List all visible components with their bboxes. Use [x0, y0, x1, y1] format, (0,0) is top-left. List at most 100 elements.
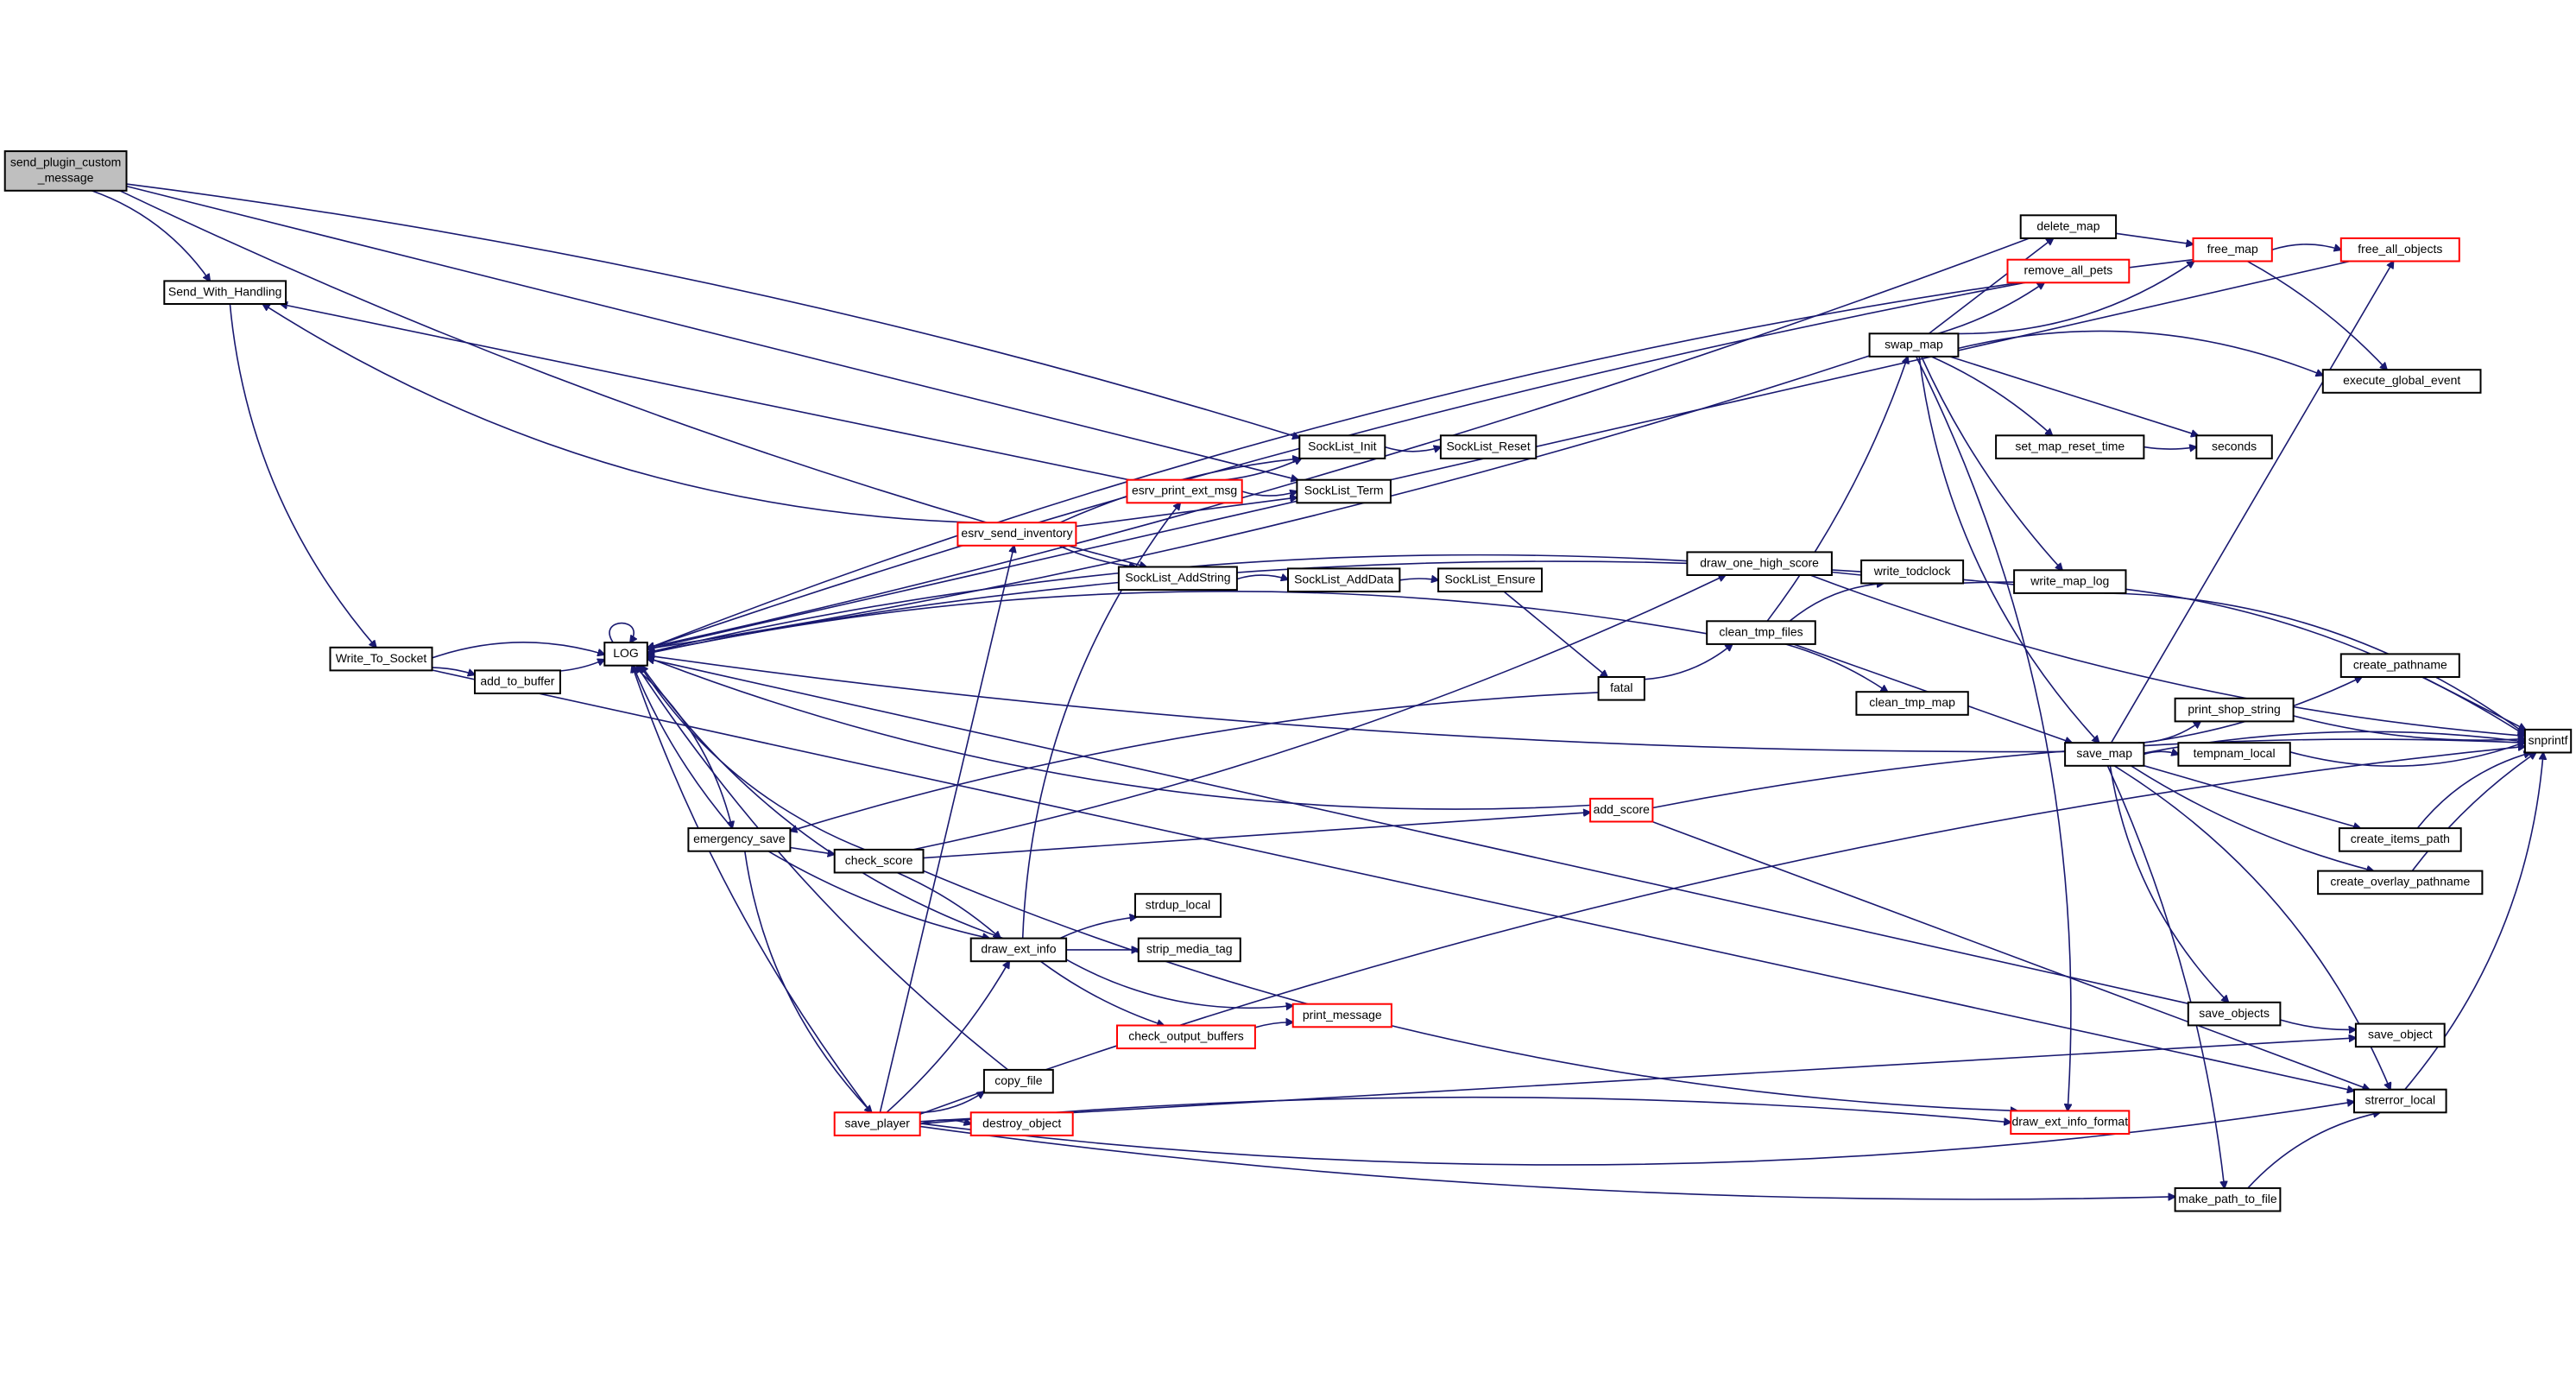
node-box[interactable] — [2019, 214, 2118, 239]
node-box[interactable] — [474, 669, 561, 695]
node-box[interactable] — [2192, 237, 2273, 263]
node-box[interactable] — [969, 1111, 1074, 1136]
node-box[interactable] — [957, 522, 1077, 547]
node-draw_ext_info_format[interactable]: draw_ext_info_format — [2010, 1110, 2131, 1136]
node-free_all_objects[interactable]: free_all_objects — [2339, 237, 2460, 263]
node-box[interactable] — [2339, 237, 2460, 263]
node-strerror_local[interactable]: strerror_local — [2353, 1088, 2447, 1114]
node-box[interactable] — [2174, 697, 2295, 723]
node-box[interactable] — [1126, 478, 1243, 504]
node-free_map[interactable]: free_map — [2192, 237, 2273, 263]
node-box[interactable] — [833, 1111, 921, 1136]
node-box[interactable] — [2010, 1110, 2131, 1136]
node-fatal[interactable]: fatal — [1597, 676, 1645, 701]
node-create_items_path[interactable]: create_items_path — [2338, 827, 2462, 852]
node-box[interactable] — [2354, 1022, 2446, 1048]
node-box[interactable] — [1116, 1024, 1256, 1050]
node-strdup_local[interactable]: strdup_local — [1134, 893, 1222, 918]
node-box[interactable] — [2013, 569, 2127, 594]
node-clean_tmp_map[interactable]: clean_tmp_map — [1855, 691, 1969, 716]
node-box[interactable] — [2339, 653, 2460, 679]
node-delete_map[interactable]: delete_map — [2019, 214, 2118, 239]
node-box[interactable] — [1855, 691, 1969, 716]
node-check_score[interactable]: check_score — [833, 848, 925, 874]
node-execute_global_event[interactable]: execute_global_event — [2321, 369, 2482, 394]
node-Write_To_Socket[interactable]: Write_To_Socket — [329, 646, 433, 672]
node-box[interactable] — [2006, 258, 2131, 284]
node-snprintf[interactable]: snprintf — [2523, 728, 2573, 754]
node-write_map_log[interactable]: write_map_log — [2013, 569, 2127, 594]
node-set_map_reset_time[interactable]: set_map_reset_time — [1995, 434, 2145, 459]
node-esrv_print_ext_msg[interactable]: esrv_print_ext_msg — [1126, 478, 1243, 504]
node-esrv_send_inventory[interactable]: esrv_send_inventory — [957, 522, 1077, 547]
node-strip_media_tag[interactable]: strip_media_tag — [1137, 937, 1241, 963]
node-box[interactable] — [1291, 1003, 1392, 1028]
node-box[interactable] — [1868, 332, 1960, 357]
node-box[interactable] — [1860, 559, 1965, 585]
node-box[interactable] — [2353, 1088, 2447, 1114]
node-add_score[interactable]: add_score — [1589, 797, 1654, 823]
node-SockList_Reset[interactable]: SockList_Reset — [1439, 434, 1537, 459]
node-box[interactable] — [1137, 937, 1241, 963]
node-box[interactable] — [969, 937, 1068, 963]
node-box[interactable] — [2064, 742, 2145, 767]
node-create_pathname[interactable]: create_pathname — [2339, 653, 2460, 679]
node-box[interactable] — [2187, 1001, 2282, 1027]
node-save_player[interactable]: save_player — [833, 1111, 921, 1136]
node-destroy_object[interactable]: destroy_object — [969, 1111, 1074, 1136]
node-box[interactable] — [3, 150, 128, 192]
node-clean_tmp_files[interactable]: clean_tmp_files — [1706, 620, 1816, 645]
node-box[interactable] — [1437, 567, 1543, 593]
node-box[interactable] — [1686, 551, 1833, 577]
node-box[interactable] — [1995, 434, 2145, 459]
node-box[interactable] — [2321, 369, 2482, 394]
node-box[interactable] — [603, 642, 648, 667]
node-SockList_Init[interactable]: SockList_Init — [1298, 434, 1386, 459]
node-add_to_buffer[interactable]: add_to_buffer — [474, 669, 561, 695]
node-box[interactable] — [982, 1068, 1054, 1094]
node-save_objects[interactable]: save_objects — [2187, 1001, 2282, 1027]
node-box[interactable] — [1439, 434, 1537, 459]
node-box[interactable] — [329, 646, 433, 672]
node-box[interactable] — [163, 280, 287, 305]
node-box[interactable] — [1706, 620, 1816, 645]
node-box[interactable] — [1597, 676, 1645, 701]
node-check_output_buffers[interactable]: check_output_buffers — [1116, 1024, 1256, 1050]
node-make_path_to_file[interactable]: make_path_to_file — [2174, 1186, 2282, 1212]
node-write_todclock[interactable]: write_todclock — [1860, 559, 1965, 585]
node-draw_one_high_score[interactable]: draw_one_high_score — [1686, 551, 1833, 577]
node-box[interactable] — [1117, 566, 1238, 592]
node-box[interactable] — [833, 848, 925, 874]
node-create_overlay_pathname[interactable]: create_overlay_pathname — [2317, 870, 2484, 895]
node-box[interactable] — [1296, 478, 1392, 504]
node-save_object[interactable]: save_object — [2354, 1022, 2446, 1048]
node-SockList_AddString[interactable]: SockList_AddString — [1117, 566, 1238, 592]
node-emergency_save[interactable]: emergency_save — [687, 827, 792, 852]
node-save_map[interactable]: save_map — [2064, 742, 2145, 767]
node-SockList_AddData[interactable]: SockList_AddData — [1287, 567, 1401, 593]
node-swap_map[interactable]: swap_map — [1868, 332, 1960, 357]
node-box[interactable] — [2338, 827, 2462, 852]
node-box[interactable] — [687, 827, 792, 852]
node-box[interactable] — [2174, 1186, 2282, 1212]
node-send_plugin_custom_message[interactable]: send_plugin_custom_message — [3, 150, 128, 192]
node-copy_file[interactable]: copy_file — [982, 1068, 1054, 1094]
node-box[interactable] — [2523, 728, 2573, 754]
node-box[interactable] — [1589, 797, 1654, 823]
node-SockList_Ensure[interactable]: SockList_Ensure — [1437, 567, 1543, 593]
node-print_message[interactable]: print_message — [1291, 1003, 1392, 1028]
node-LOG[interactable]: LOG — [603, 642, 648, 667]
node-box[interactable] — [2177, 742, 2291, 767]
node-box[interactable] — [1287, 567, 1401, 593]
node-box[interactable] — [2317, 870, 2484, 895]
node-tempnam_local[interactable]: tempnam_local — [2177, 742, 2291, 767]
node-print_shop_string[interactable]: print_shop_string — [2174, 697, 2295, 723]
node-draw_ext_info[interactable]: draw_ext_info — [969, 937, 1068, 963]
node-box[interactable] — [2195, 434, 2273, 459]
node-box[interactable] — [1134, 893, 1222, 918]
node-remove_all_pets[interactable]: remove_all_pets — [2006, 258, 2131, 284]
node-box[interactable] — [1298, 434, 1386, 459]
node-SockList_Term[interactable]: SockList_Term — [1296, 478, 1392, 504]
node-seconds[interactable]: seconds — [2195, 434, 2273, 459]
node-Send_With_Handling[interactable]: Send_With_Handling — [163, 280, 287, 305]
